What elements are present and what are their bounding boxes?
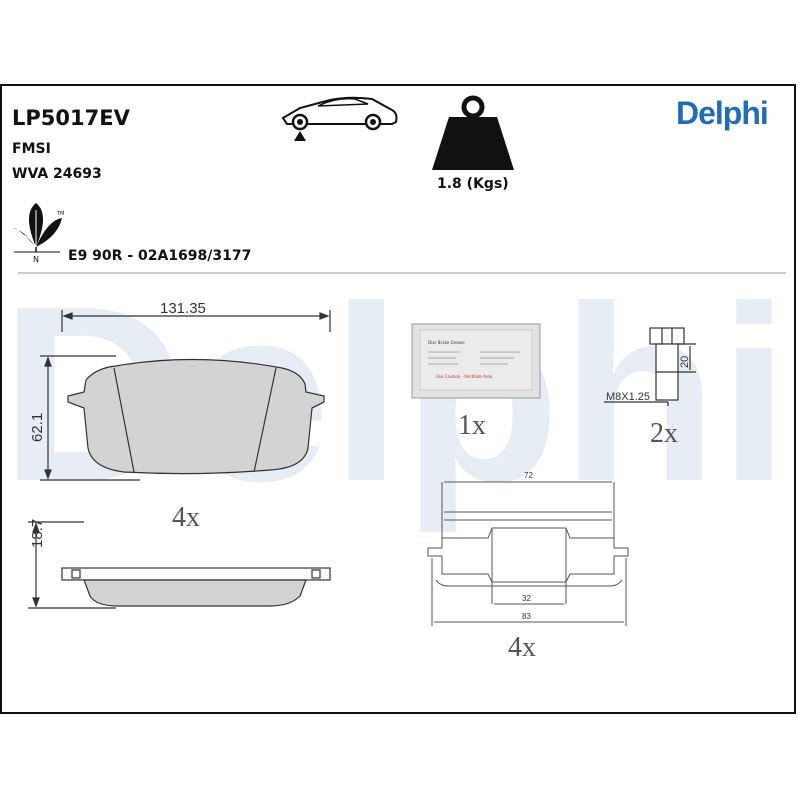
part-number: LP5017EV — [12, 106, 130, 130]
eco-trademark: TM — [56, 211, 64, 217]
pad-height-dimension: 62.1 — [29, 413, 46, 442]
fmsi-label: FMSI — [12, 141, 51, 157]
brand-logo: Delphi — [676, 95, 769, 131]
clip-drawing — [427, 481, 629, 626]
wva-label: WVA 24693 — [12, 166, 102, 182]
pad-thickness-dimension: 18.7 — [29, 519, 46, 548]
bolt-length-dimension: 20 — [679, 356, 691, 368]
grease-line-1: Disc Brake Grease — [428, 340, 465, 345]
bolt-drawing — [604, 327, 696, 406]
grease-quantity: 1x — [458, 410, 486, 441]
clip-overall-dimension: 83 — [522, 612, 531, 621]
grease-warning: Use Caution - Ventilate Area — [436, 374, 493, 379]
car-axle-icon — [281, 96, 398, 141]
weight-icon — [432, 95, 514, 170]
eco-subscript: N — [33, 255, 39, 264]
pad-quantity: 4x — [172, 502, 200, 533]
clip-top-dimension: 72 — [524, 471, 533, 480]
approval-code: E9 90R - 02A1698/3177 — [68, 248, 252, 264]
leaf-eco-icon: N TM — [14, 203, 64, 264]
bolt-quantity: 2x — [650, 418, 678, 449]
pad-width-dimension: 131.35 — [160, 300, 206, 317]
clip-inner-dimension: 32 — [522, 594, 531, 603]
grease-sachet: Disc Brake Grease Use Caution - Ventilat… — [411, 323, 541, 399]
weight-value: 1.8 (Kgs) — [437, 176, 509, 192]
pad-side-view — [28, 521, 331, 609]
bolt-thread-dimension: M8X1.25 — [606, 391, 650, 403]
pad-front-view — [40, 310, 331, 481]
clip-quantity: 4x — [508, 632, 536, 663]
